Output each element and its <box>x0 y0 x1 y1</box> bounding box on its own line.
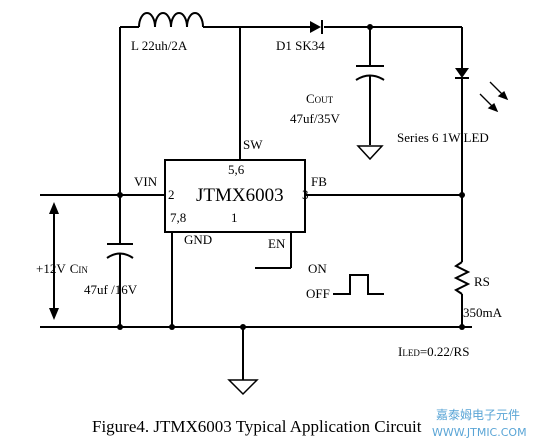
watermark-line2: WWW.JTMIC.COM <box>432 426 527 439</box>
gnd-pin-number: 7,8 <box>170 210 186 225</box>
sw-label: SW <box>243 137 263 152</box>
inductor-label: L 22uh/2A <box>131 38 188 53</box>
sw-pin-number: 5,6 <box>228 162 245 177</box>
fb-pin-number: 3 <box>302 187 309 202</box>
on-label: ON <box>308 261 327 276</box>
led-symbol <box>455 68 469 78</box>
supply-arrow-up <box>49 202 59 214</box>
inductor-coil <box>138 12 204 28</box>
vin-pin-number: 2 <box>168 187 175 202</box>
rs-label: RS <box>474 274 490 289</box>
junction-dot <box>240 324 246 330</box>
supply-arrow-down <box>49 308 59 320</box>
gnd-label: GND <box>184 232 212 247</box>
led-label: Series 6 1W LED <box>397 130 489 145</box>
en-pin-number: 1 <box>231 210 238 225</box>
watermark-line1: 嘉泰姆电子元件 <box>436 408 520 422</box>
diode-bar <box>321 20 323 34</box>
iled-formula: ILED=0.22/RS <box>398 344 469 359</box>
enable-pulse <box>333 274 384 295</box>
en-label: EN <box>268 236 286 251</box>
cout-value: 47uf/35V <box>290 111 340 126</box>
rs-current: 350mA <box>463 305 503 320</box>
figure-caption: Figure4. JTMX6003 Typical Application Ci… <box>92 417 422 436</box>
junction-dot <box>169 324 175 330</box>
junction-dot <box>117 324 123 330</box>
junction-dot <box>459 324 465 330</box>
diode-label: D1 SK34 <box>276 38 325 53</box>
fb-label: FB <box>311 174 327 189</box>
junction-dot <box>367 24 373 30</box>
ground-symbol-cout <box>356 145 384 161</box>
watermark-background <box>426 404 544 446</box>
cin-value: 47uf /16V <box>84 282 138 297</box>
off-label: OFF <box>306 286 330 301</box>
vin-label: VIN <box>134 174 158 189</box>
ic-body <box>164 159 306 233</box>
junction-dot <box>459 192 465 198</box>
diode-symbol <box>310 21 321 33</box>
junction-dot <box>117 192 123 198</box>
ground-symbol-main <box>227 379 259 396</box>
ic-name: JTMX6003 <box>196 185 284 206</box>
cout-name: COUT <box>306 91 334 106</box>
rs-resistor <box>453 261 471 295</box>
